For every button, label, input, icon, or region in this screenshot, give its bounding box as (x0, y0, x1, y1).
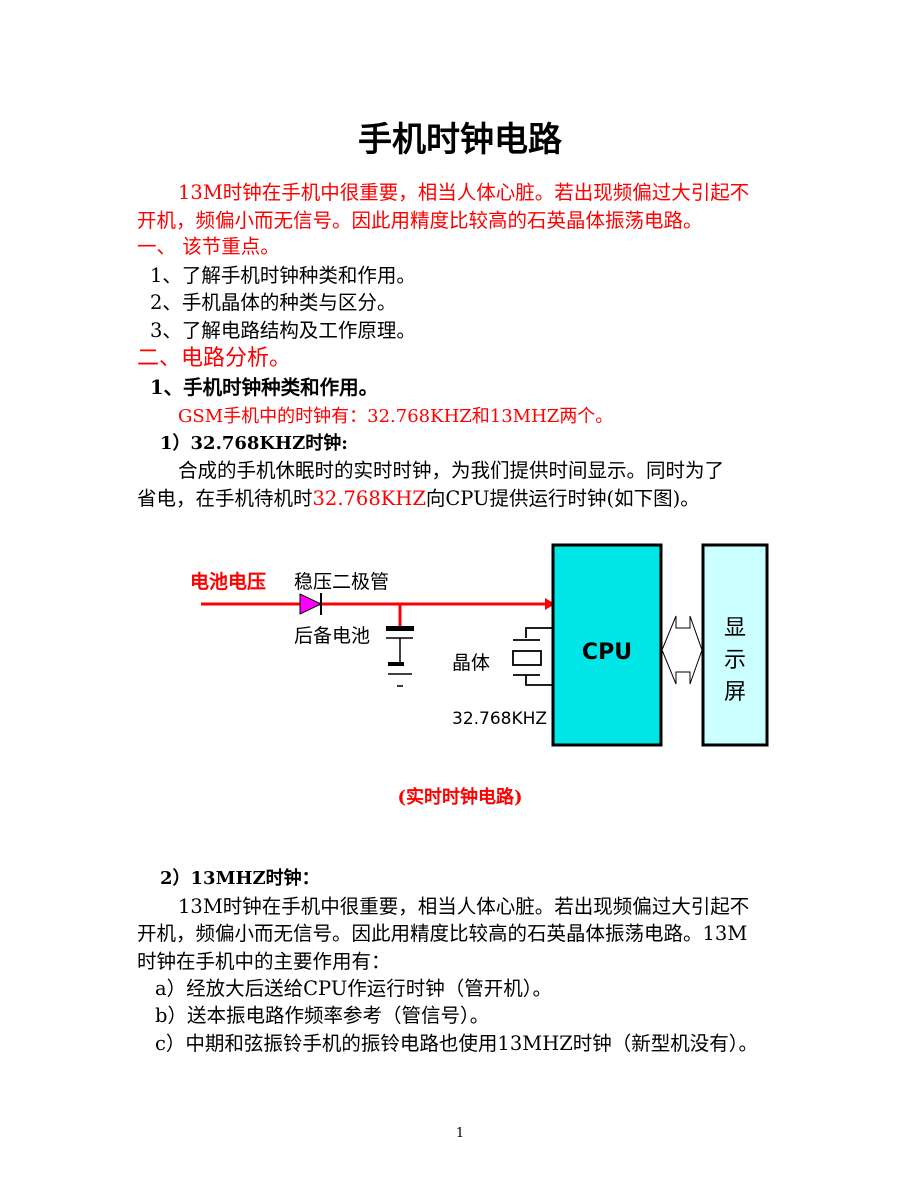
section1-item: 1、了解手机时钟种类和作用。 (150, 264, 416, 287)
arrow-head-icon (545, 598, 555, 610)
zener-label: 稳压二极管 (294, 571, 389, 593)
battery-voltage-label: 电池电压 (190, 570, 266, 593)
display-label: 屏 (724, 680, 746, 705)
clock-types: GSM手机中的时钟有：32.768KHZ和13MHZ两个。 (178, 406, 614, 427)
backup-battery-icon (386, 626, 414, 687)
mhz-paragraph-line: 13M时钟在手机中很重要，相当人体心脏。若出现频偏过大引起不 (178, 895, 750, 918)
frequency-highlight: 32.768KHZ (312, 487, 426, 510)
mhz-heading: 2）13MHZ时钟： (160, 868, 320, 889)
diagram-caption: (实时时钟电路) (397, 787, 523, 808)
backup-battery-label: 后备电池 (294, 625, 370, 647)
cpu-block (551, 543, 663, 747)
mhz-paragraph-line: 时钟在手机中的主要作用有： (137, 950, 391, 973)
text: 向CPU提供运行时钟(如下图)。 (425, 487, 700, 510)
rtc-paragraph-line-1: 合成的手机休眠时的实时时钟，为我们提供时间显示。同时为了 (178, 459, 725, 482)
display-label: 显 (724, 616, 746, 641)
page-number: 1 (455, 1126, 465, 1141)
intro-line-1: 13M时钟在手机中很重要，相当人体心脏。若出现频偏过大引起不 (178, 181, 750, 204)
frequency-label: 32.768KHZ (452, 709, 547, 729)
page-title: 手机时钟电路 (358, 120, 562, 160)
rtc-paragraph-line-2: 省电，在手机待机时32.768KHZ向CPU提供运行时钟(如下图)。 (137, 487, 700, 511)
section1-item: 3、了解电路结构及工作原理。 (150, 319, 416, 342)
bidirectional-arrow-icon (661, 615, 703, 685)
mhz-paragraph-line: 开机，频偏小而无信号。因此用精度比较高的石英晶体振荡电路。13M (137, 922, 748, 945)
section1-heading: 一、 该节重点。 (137, 235, 280, 258)
display-label: 示 (724, 648, 746, 673)
mhz-item: a）经放大后送给CPU作运行时钟（管开机）。 (155, 977, 553, 1000)
rtc-heading: 1）32.768KHZ时钟: (160, 433, 348, 454)
zener-diode-icon (299, 593, 323, 615)
section1-item: 2、手机晶体的种类与区分。 (150, 291, 397, 314)
crystal-label: 晶体 (452, 652, 490, 674)
rtc-circuit-diagram: 电池电压 稳压二极管 后备电池 晶体 32.768KHZ CPU 显 示 屏 (190, 543, 769, 747)
cpu-label: CPU (582, 640, 632, 665)
mhz-item: b）送本振电路作频率参考（管信号）。 (155, 1004, 490, 1027)
mhz-item: c）中期和弦振铃手机的振铃电路也使用13MHZ时钟（新型机没有）。 (155, 1032, 759, 1055)
intro-line-2: 开机，频偏小而无信号。因此用精度比较高的石英晶体振荡电路。 (137, 209, 703, 232)
section2-heading: 二、电路分析。 (137, 346, 292, 371)
text: 省电，在手机待机时 (137, 487, 313, 510)
display-block (701, 543, 769, 747)
subsection-heading: 1、手机时钟种类和作用。 (150, 376, 379, 399)
crystal-icon (512, 627, 553, 686)
